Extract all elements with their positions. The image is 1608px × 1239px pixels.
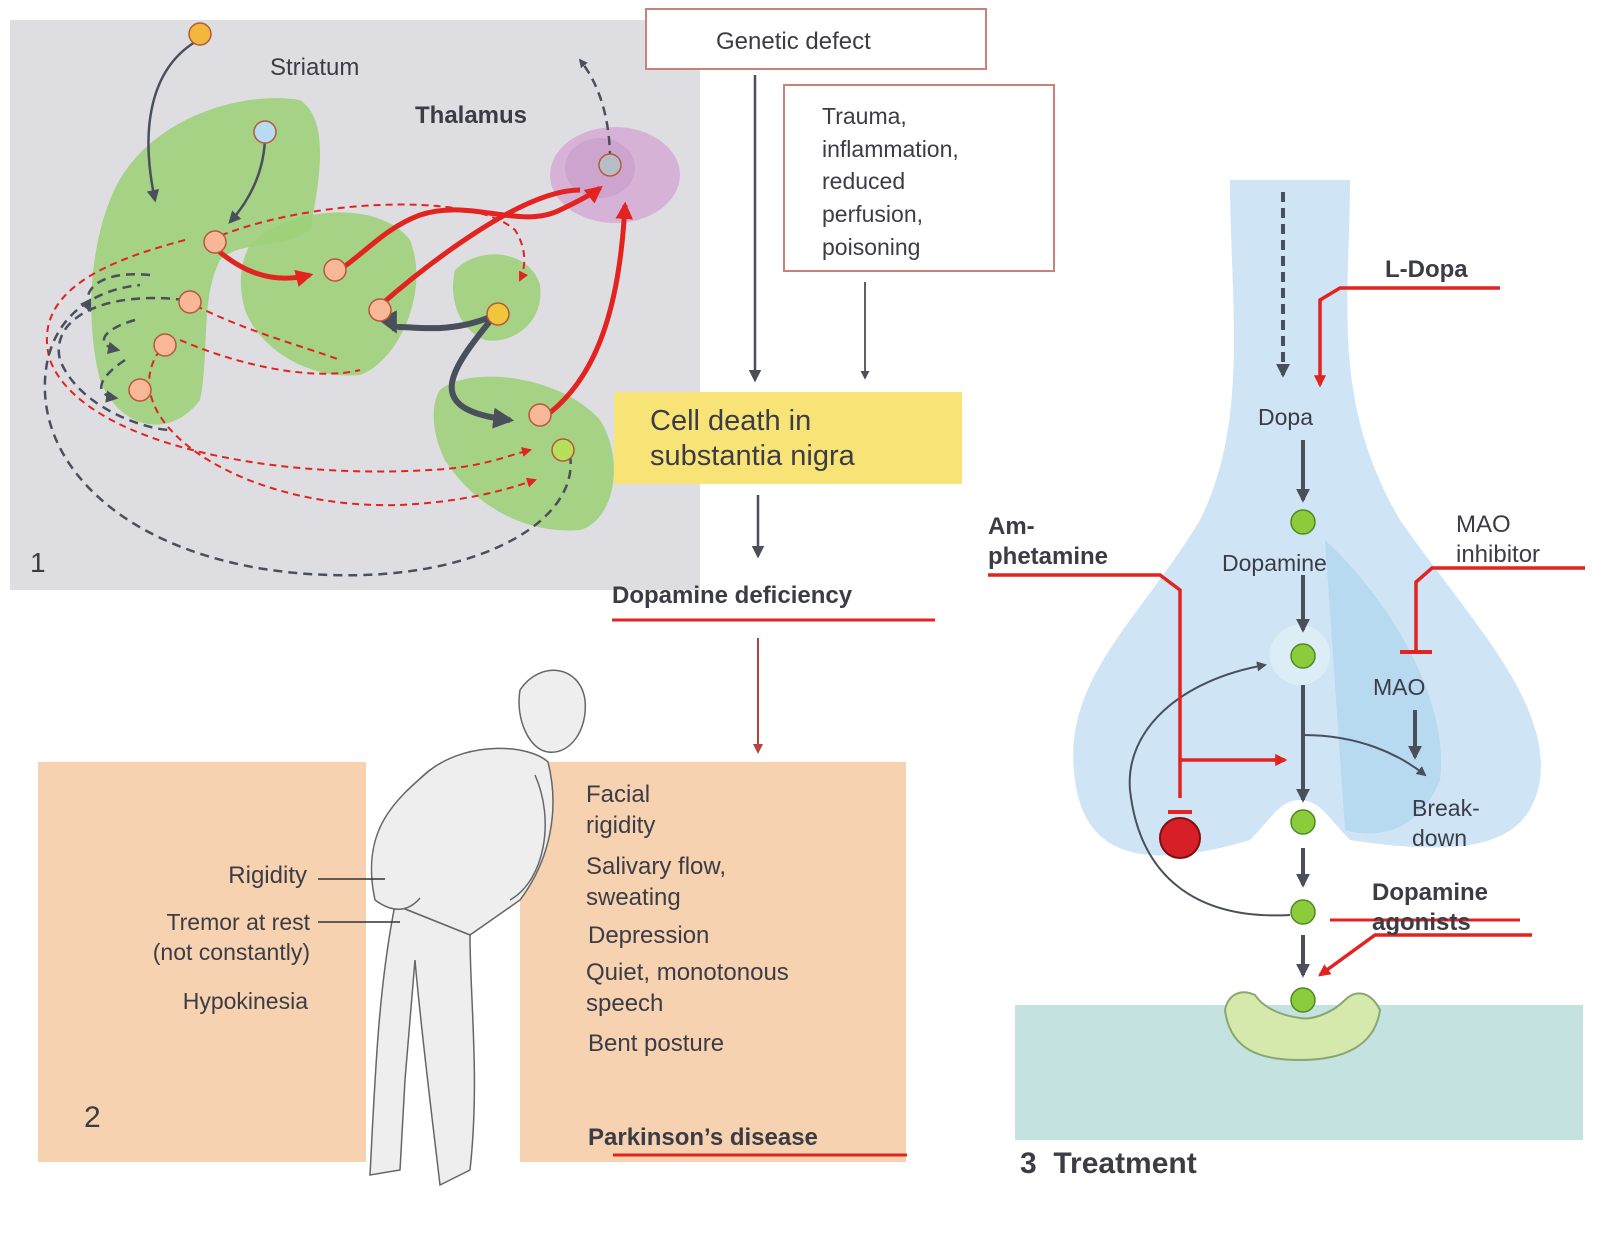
panel2-number: 2 bbox=[84, 1100, 101, 1135]
symptom-rigidity: Rigidity bbox=[195, 862, 307, 890]
substantia-nigra-region bbox=[434, 377, 614, 531]
dopa-label: Dopa bbox=[1258, 404, 1313, 431]
l-dopa-label: L-Dopa bbox=[1385, 256, 1468, 284]
symptom-salivary: Salivary flow, sweating bbox=[586, 852, 726, 913]
striatum-label: Striatum bbox=[270, 54, 359, 82]
patient-figure bbox=[370, 670, 585, 1185]
mao-inhibitor-label: MAO inhibitor bbox=[1456, 510, 1540, 570]
symptom-facial-rigidity: Facial rigidity bbox=[586, 780, 655, 841]
dopamine-agonists-label: Dopamine agonists bbox=[1372, 878, 1488, 938]
genetic-defect-label: Genetic defect bbox=[716, 28, 871, 56]
symptom-hypokinesia: Hypokinesia bbox=[110, 988, 308, 1015]
dopamine-deficiency-label: Dopamine deficiency bbox=[612, 582, 852, 610]
amphetamine-label: Am- phetamine bbox=[988, 512, 1108, 572]
dopamine-label: Dopamine bbox=[1222, 550, 1327, 577]
subthalamic-region bbox=[453, 254, 541, 340]
thalamus-label: Thalamus bbox=[415, 102, 527, 130]
cell-death-label: Cell death in substantia nigra bbox=[650, 404, 855, 475]
symptom-speech: Quiet, monotonous speech bbox=[586, 958, 789, 1019]
mao-label: MAO bbox=[1373, 674, 1425, 701]
breakdown-label: Break- down bbox=[1412, 794, 1480, 854]
trauma-label: Trauma, inflammation, reduced perfusion,… bbox=[822, 100, 959, 263]
parkinsons-disease-label: Parkinson’s disease bbox=[588, 1124, 818, 1152]
symptom-bent-posture: Bent posture bbox=[588, 1030, 724, 1058]
treatment-caption: 3 Treatment bbox=[1020, 1146, 1197, 1181]
symptom-depression: Depression bbox=[588, 922, 709, 950]
symptom-tremor: Tremor at rest (not constantly) bbox=[74, 908, 310, 968]
panel1-number: 1 bbox=[30, 546, 46, 579]
